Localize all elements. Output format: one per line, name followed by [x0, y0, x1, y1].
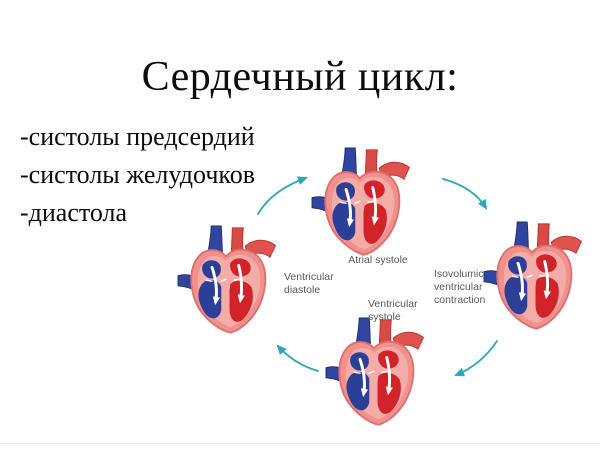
- stage-label-isovolumic-line3: contraction: [434, 294, 486, 306]
- stage-label-ventricular-diastole-line1: Ventricular: [284, 271, 334, 283]
- stage-label-ventricular-systole-line1: Ventricular: [368, 298, 418, 310]
- page-title: Сердечный цикл:: [141, 54, 459, 100]
- heart-illustration-atrial-systole: [312, 148, 410, 255]
- stage-label-isovolumic-line1: Isovolumic: [434, 268, 484, 280]
- slide-bottom-divider: [0, 443, 600, 444]
- heart-illustration-ventricular-diastole: [178, 226, 276, 333]
- stage-label-atrial-systole: Atrial systole: [348, 254, 408, 266]
- stage-label-ventricular-diastole-line2: diastole: [284, 284, 320, 296]
- stage-label-isovolumic-line2: ventricular: [434, 281, 483, 293]
- stage-label-ventricular-systole-line2: systole: [368, 311, 401, 323]
- heart-illustration-ventricular-systole: [326, 318, 424, 425]
- bullet-list: -систолы предсердий -систолы желудочков …: [20, 118, 255, 232]
- bullet-item: -систолы желудочков: [20, 160, 255, 189]
- heart-illustration-isovolumic-contraction: [484, 222, 582, 329]
- cycle-arrow-top-to-right: [442, 178, 488, 210]
- cycle-arrow-bottom-to-left: [276, 344, 319, 372]
- cycle-arrow-right-to-bottom: [454, 340, 498, 377]
- cycle-arrow-left-to-top: [257, 176, 308, 215]
- bullet-item: -диастола: [20, 198, 128, 227]
- bullet-item: -систолы предсердий: [20, 122, 255, 151]
